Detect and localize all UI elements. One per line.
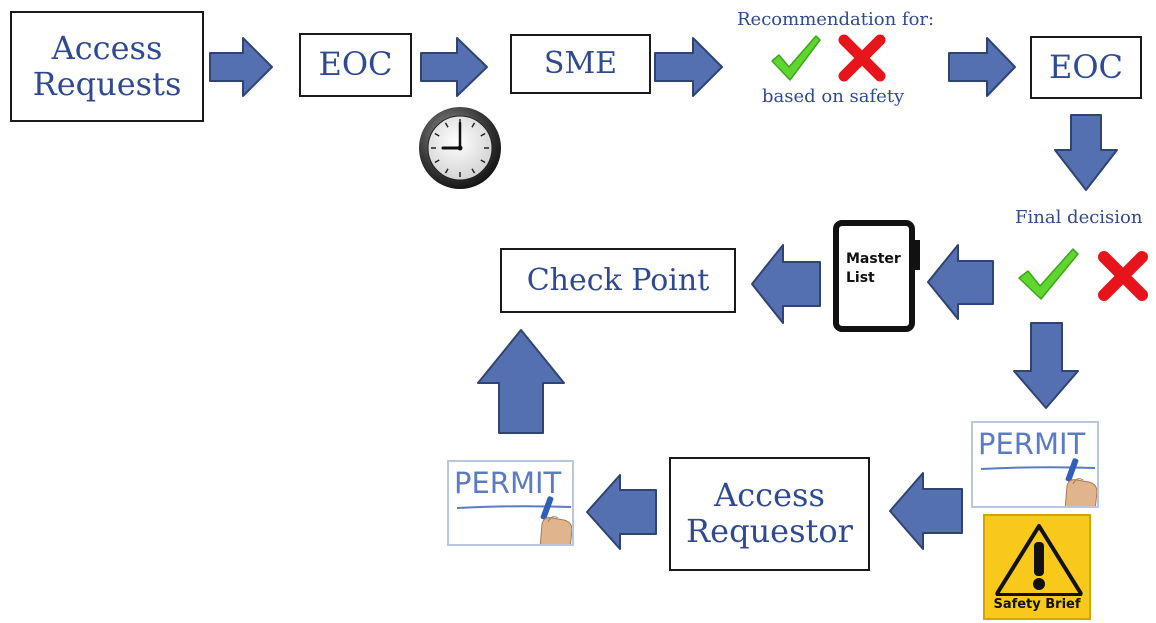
arrow-up-1 xyxy=(477,329,565,434)
access-requestor-box: Access Requestor xyxy=(669,457,870,571)
eoc-box-second: EOC xyxy=(1030,36,1142,99)
arrow-left-3 xyxy=(889,472,963,550)
master-list-clipboard: Master List xyxy=(833,220,921,332)
master-list-line2: List xyxy=(846,269,875,286)
arrow-left-4 xyxy=(586,474,657,550)
access-requestor-line1: Access xyxy=(714,476,825,515)
permit-underline xyxy=(980,466,1096,470)
permit-card-right: PERMIT xyxy=(971,421,1099,508)
recommendation-note: Recommendation for: xyxy=(737,9,935,30)
safety-brief-label: Safety Brief xyxy=(993,597,1081,612)
permit-underline xyxy=(456,505,572,509)
eoc-box-first: EOC xyxy=(299,33,412,97)
permit-text-right: PERMIT xyxy=(978,427,1086,461)
clock-icon xyxy=(419,107,501,189)
access-requests-box: Access Requests xyxy=(10,11,204,122)
arrow-right-3 xyxy=(654,37,723,97)
cross-icon xyxy=(1098,251,1148,301)
clipboard-icon xyxy=(833,220,920,332)
permit-text-left: PERMIT xyxy=(454,466,562,500)
access-requests-line2: Requests xyxy=(32,64,182,103)
arrow-down-2 xyxy=(1013,322,1079,409)
based-on-safety-note: based on safety xyxy=(762,86,905,107)
hand-icon xyxy=(1064,458,1097,506)
final-decision-note: Final decision xyxy=(1015,207,1143,228)
cross-icon xyxy=(838,34,886,82)
arrow-down-1 xyxy=(1054,114,1118,191)
check-icon xyxy=(771,35,821,81)
check-icon xyxy=(1018,248,1079,300)
sme-box: SME xyxy=(510,34,651,94)
arrow-left-2 xyxy=(751,244,821,324)
safety-brief-card: Safety Brief xyxy=(983,514,1091,620)
eoc-label-first: EOC xyxy=(318,45,393,84)
warning-icon xyxy=(995,524,1083,596)
permit-card-left: PERMIT xyxy=(447,460,574,546)
arrow-right-2 xyxy=(420,37,488,97)
sme-label: SME xyxy=(543,46,618,82)
access-requestor-line2: Requestor xyxy=(686,512,853,550)
check-point-label: Check Point xyxy=(526,262,710,298)
arrow-right-4 xyxy=(948,37,1016,97)
arrow-left-1 xyxy=(927,244,994,320)
eoc-label-second: EOC xyxy=(1048,47,1124,86)
arrow-right-1 xyxy=(209,37,273,97)
access-requests-line1: Access xyxy=(51,28,163,67)
master-list-line1: Master xyxy=(846,251,901,267)
check-point-box: Check Point xyxy=(500,248,736,313)
hand-icon xyxy=(539,496,572,544)
